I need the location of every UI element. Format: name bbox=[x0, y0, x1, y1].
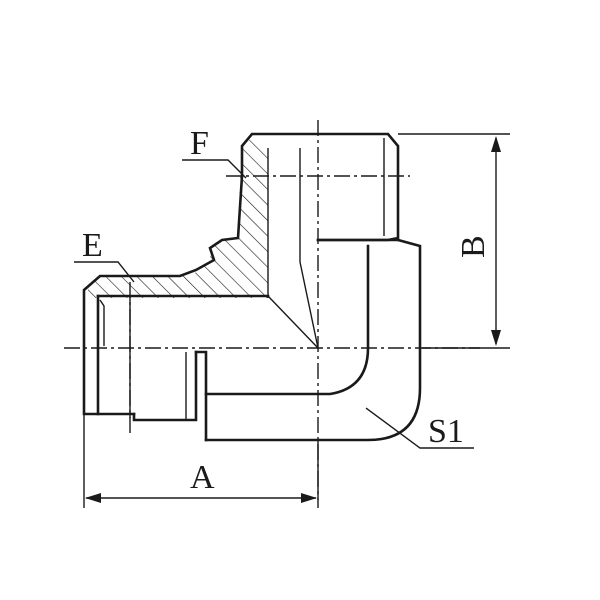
label-e: E bbox=[82, 227, 103, 264]
label-b: B bbox=[455, 235, 492, 258]
leader-lines bbox=[74, 159, 474, 449]
dimension-a bbox=[83, 414, 319, 508]
label-s1: S1 bbox=[428, 413, 464, 450]
label-f: F bbox=[190, 125, 209, 162]
dimension-b bbox=[398, 133, 510, 349]
centerlines bbox=[64, 120, 480, 500]
section-hatching bbox=[88, 140, 268, 298]
label-a: A bbox=[190, 459, 215, 496]
